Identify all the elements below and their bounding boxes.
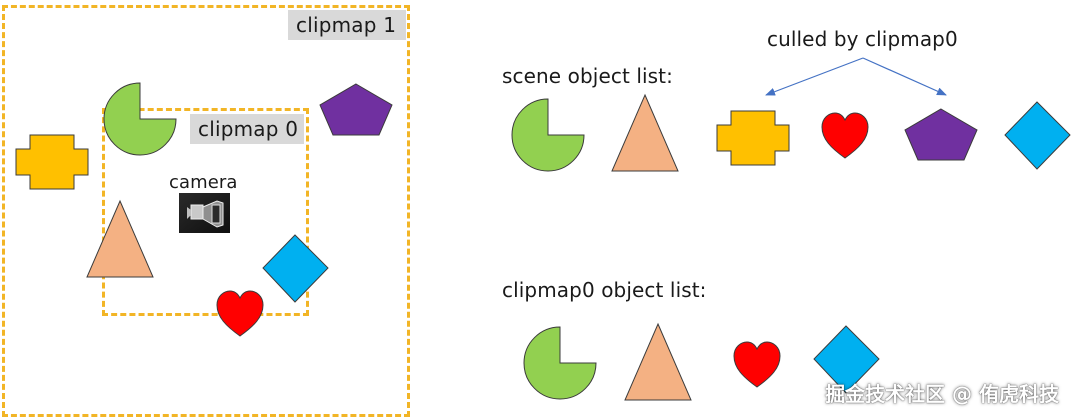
scene-list-label: scene object list: — [502, 64, 673, 88]
clipmap1-boundary — [2, 5, 410, 417]
clipmap1-label: clipmap 1 — [288, 10, 406, 40]
triangle-shape — [86, 199, 154, 278]
pacman-shape — [103, 82, 177, 156]
clipmap0-heart — [733, 341, 781, 388]
scene-pentagon — [904, 108, 978, 161]
pentagon-shape — [319, 83, 393, 136]
clipmap0-list-label: clipmap0 object list: — [502, 278, 707, 302]
scene-diamond — [1004, 101, 1071, 170]
cross-shape — [15, 134, 89, 190]
scene-pacman — [511, 98, 585, 172]
heart-shape — [216, 290, 264, 337]
clipmap0-boundary — [102, 108, 309, 316]
camera-icon — [179, 193, 230, 233]
camera-label: camera — [169, 172, 238, 193]
clipmap0-diamond — [813, 325, 880, 394]
scene-heart — [821, 112, 869, 159]
scene-triangle — [611, 93, 679, 172]
diamond-shape — [262, 234, 329, 303]
culled-label: culled by clipmap0 — [767, 27, 958, 51]
scene-cross — [716, 110, 790, 166]
watermark-text: 掘金技术社区 @ 侑虎科技 — [825, 382, 1059, 406]
clipmap0-label: clipmap 0 — [190, 114, 304, 144]
clipmap0-triangle — [624, 322, 692, 401]
clipmap0-pacman — [523, 326, 597, 400]
